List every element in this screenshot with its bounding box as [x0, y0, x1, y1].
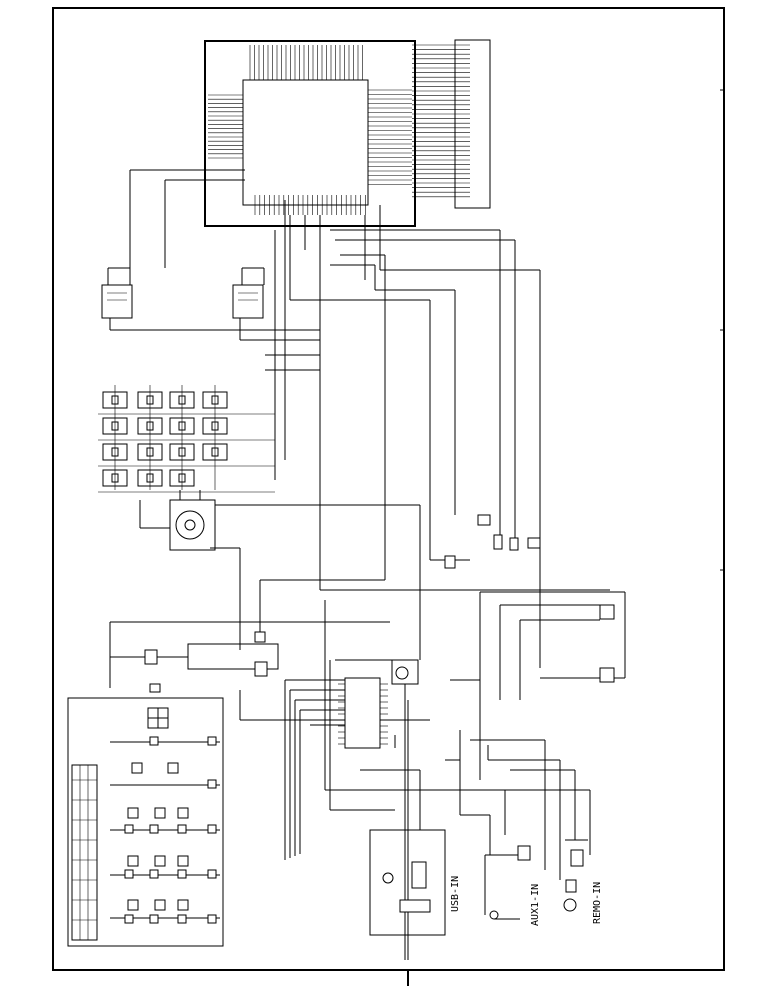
relay-block-left	[101, 267, 133, 319]
switch-matrix	[98, 385, 275, 493]
usb-in-block: USB-IN	[369, 829, 461, 936]
component-table	[67, 697, 224, 947]
ribbon-connector	[412, 39, 491, 209]
routing-wires	[109, 169, 610, 960]
power-section	[109, 621, 390, 693]
center-ic	[338, 659, 419, 749]
remo-in-label: REMO-IN	[592, 882, 603, 924]
rotary-encoder	[169, 490, 216, 551]
usb-in-label: USB-IN	[450, 876, 461, 912]
remo-in-block: REMO-IN	[563, 839, 603, 924]
aux-in-label: AUX1-IN	[530, 884, 541, 926]
sheet-border	[52, 7, 725, 971]
main-ic	[204, 40, 416, 227]
right-components	[444, 514, 626, 683]
relay-block-right	[232, 267, 265, 319]
aux-in-block: AUX1-IN	[484, 845, 541, 926]
